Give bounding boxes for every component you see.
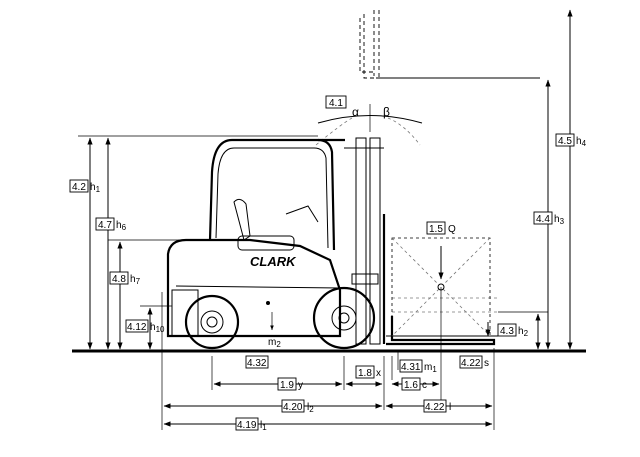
svg-text:4.5: 4.5 [558,136,572,147]
svg-text:h7: h7 [130,274,141,286]
svg-text:4.22: 4.22 [425,402,445,413]
svg-text:4.31: 4.31 [401,362,421,373]
tilt-angle-label: 4.1 α β [325,95,390,119]
dimension-h10-label: 4.12 h10 [125,319,165,334]
svg-text:4.3: 4.3 [500,326,514,337]
svg-text:h1: h1 [90,182,101,194]
svg-text:m1: m1 [424,362,437,374]
operator-seat [233,198,319,251]
svg-text:l1: l1 [260,420,267,432]
svg-text:1.9: 1.9 [280,380,294,391]
svg-text:4.20: 4.20 [283,402,303,413]
brand-logo: CLARK [250,254,297,269]
svg-text:h4: h4 [576,136,587,148]
dimension-h4-label: 4.5 h4 [555,133,587,148]
svg-text:Q: Q [448,224,456,235]
horizontal-dimensions [161,292,495,430]
svg-text:α: α [352,105,359,119]
mast [344,137,386,345]
svg-text:s: s [484,358,489,369]
svg-text:l: l [449,402,451,413]
svg-text:1.8: 1.8 [358,368,372,379]
svg-text:4.12: 4.12 [127,322,147,333]
dimension-m1-label: 4.31 m1 [399,359,437,374]
svg-text:β: β [383,105,390,119]
right-height-dimensions [485,9,573,350]
load-capacity-label: 1.5 Q [426,221,456,235]
svg-text:h6: h6 [116,220,127,232]
svg-text:y: y [298,380,303,391]
svg-text:4.7: 4.7 [98,220,112,231]
dimension-m2-label: m2 4.32 [245,337,281,369]
svg-text:4.8: 4.8 [112,274,126,285]
svg-text:h10: h10 [150,322,165,334]
svg-text:4.2: 4.2 [72,182,86,193]
tilt-arcs [315,104,423,146]
dimension-h6-label: 4.7 h6 [95,217,127,232]
dimension-l2-label: 4.20 l2 [281,399,314,414]
load-box [391,237,491,400]
dimension-l1-label: 4.19 l1 [235,417,267,432]
dimension-l-label: 4.22 l [423,399,451,413]
svg-text:h3: h3 [554,214,565,226]
overhead-guard [208,138,345,251]
left-height-dimensions [78,135,318,350]
raised-mast-outline [359,10,540,79]
dimension-h7-label: 4.8 h7 [109,271,141,286]
dimension-x-label: 1.8 x [355,365,381,379]
dimension-c-label: 1.6 c [401,377,427,391]
svg-text:4.19: 4.19 [237,420,257,431]
svg-text:h2: h2 [518,326,529,338]
dimension-y-label: 1.9 y [277,377,303,391]
svg-text:c: c [422,380,427,391]
forks [386,297,498,346]
dimension-h1-label: 4.2 h1 [69,179,101,194]
svg-text:1.6: 1.6 [404,380,418,391]
svg-text:4.4: 4.4 [536,214,550,225]
svg-text:m2: m2 [268,337,281,349]
rear-wheel [184,294,240,350]
dimension-h3-label: 4.4 h3 [533,211,565,226]
dimension-h2-label: 4.3 h2 [497,323,529,338]
svg-text:4.1: 4.1 [329,98,343,109]
svg-text:4.32: 4.32 [247,358,267,369]
svg-text:4.22: 4.22 [461,358,481,369]
svg-text:x: x [376,368,381,379]
svg-text:l2: l2 [307,402,314,414]
dimension-s-label: 4.22 s [459,355,489,369]
front-wheel [312,286,376,350]
svg-text:1.5: 1.5 [429,224,443,235]
